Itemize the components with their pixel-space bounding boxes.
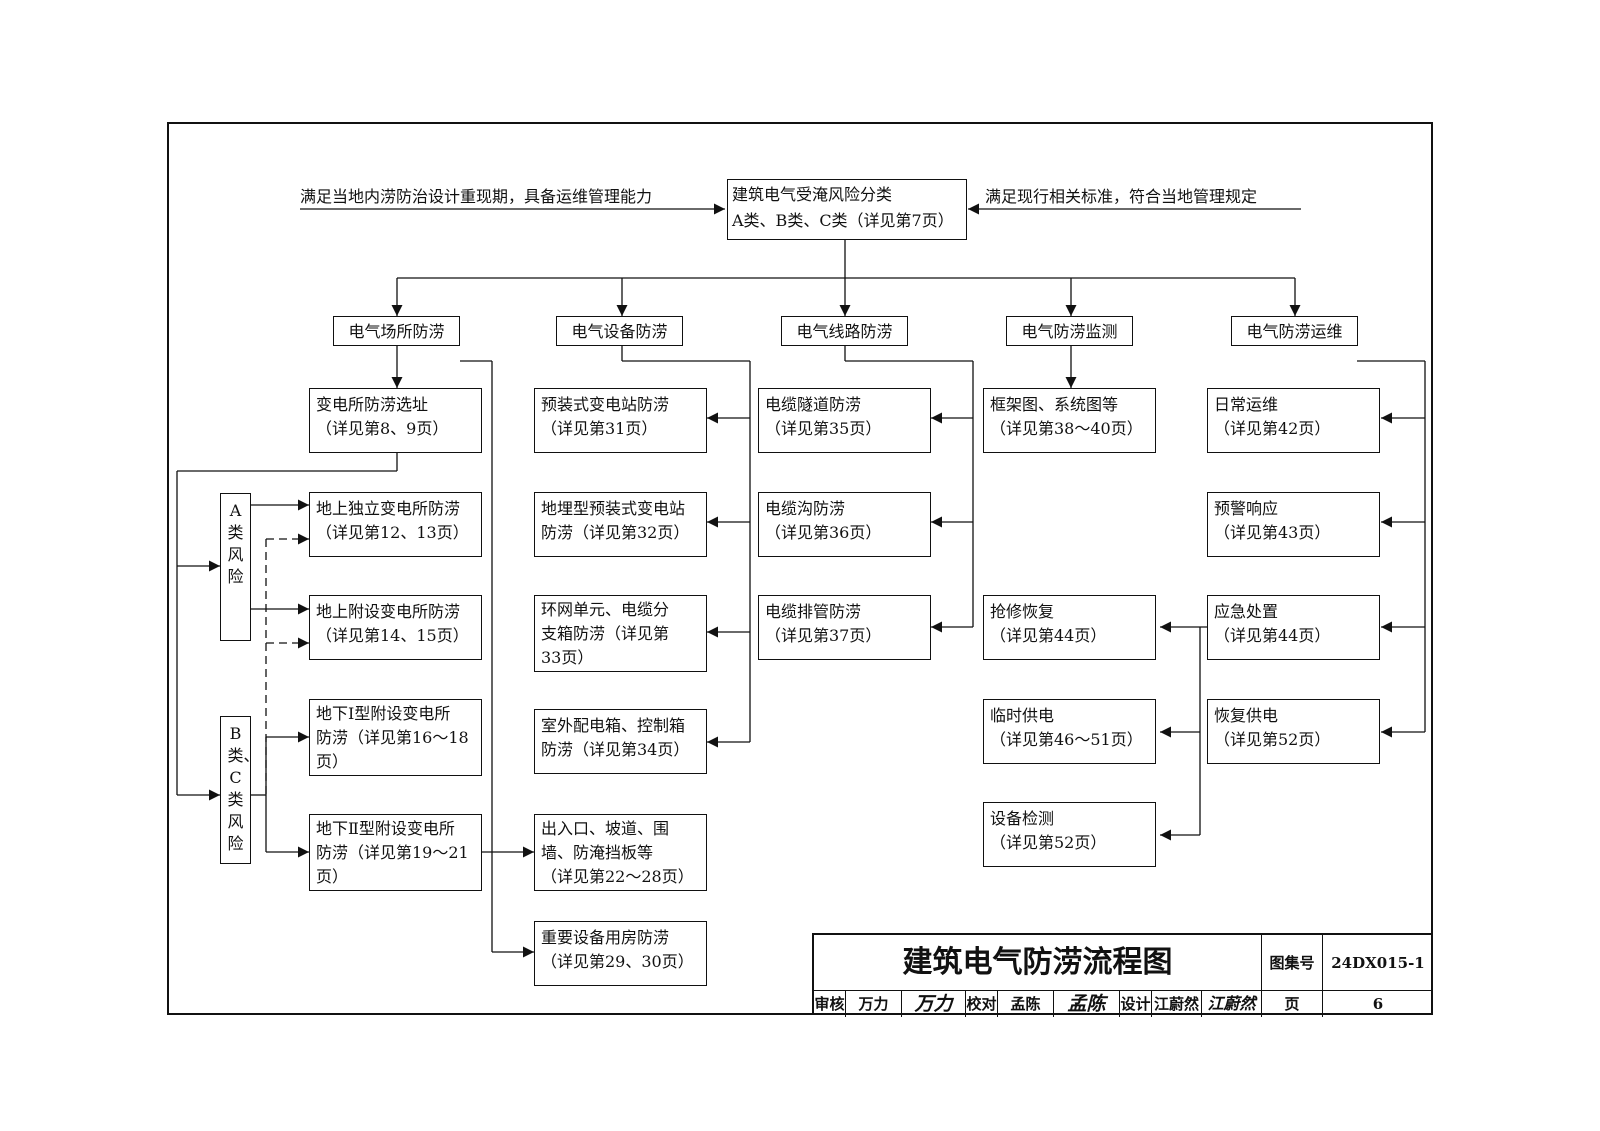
root-risk-classification: 建筑电气受淹风险分类 A类、B类、C类（详见第7页）: [727, 179, 967, 240]
root-line2: A类、B类、C类（详见第7页）: [732, 211, 954, 230]
col5-warning-response: 预警响应 （详见第43页）: [1207, 492, 1380, 557]
col2-outdoor-boxes: 室外配电箱、控制箱 防涝（详见第34页）: [534, 709, 707, 774]
col2-buried-prefab-substation: 地埋型预装式变电站 防涝（详见第32页）: [534, 492, 707, 557]
col1-aboveground-attached: 地上附设变电所防涝 （详见第14、15页）: [309, 595, 482, 660]
atlas-number-label: 图集号: [1262, 935, 1323, 991]
note-left: 满足当地内涝防治设计重现期，具备运维管理能力: [300, 187, 653, 206]
note-right: 满足现行相关标准，符合当地管理规定: [985, 187, 1258, 206]
col3-cable-duct: 电缆排管防涝 （详见第37页）: [758, 595, 931, 660]
col5-daily-maintenance: 日常运维 （详见第42页）: [1207, 388, 1380, 453]
category-line-protection: 电气线路防涝: [781, 316, 908, 346]
col5-restore-supply: 恢复供电 （详见第52页）: [1207, 699, 1380, 764]
page-label: 页: [1262, 991, 1323, 1017]
col2-entrances-barriers: 出入口、坡道、围 墙、防淹挡板等 （详见第22～28页）: [534, 814, 707, 891]
title-block: 建筑电气防涝流程图 图集号 24DX015-1 审核 万力 万力 校对 孟陈 孟…: [812, 933, 1433, 1017]
col3-cable-trench: 电缆沟防涝 （详见第36页）: [758, 492, 931, 557]
col1-substation-siting: 变电所防涝选址 （详见第8、9页）: [309, 388, 482, 453]
drawing-title: 建筑电气防涝流程图: [814, 935, 1262, 991]
category-operation: 电气防涝运维: [1231, 316, 1358, 346]
col2-important-rooms: 重要设备用房防涝 （详见第29、30页）: [534, 921, 707, 986]
category-equipment-protection: 电气设备防涝: [556, 316, 683, 346]
col4-repair-restore: 抢修恢复 （详见第44页）: [983, 595, 1156, 660]
check-label: 校对: [966, 991, 998, 1017]
designer-name: 江蔚然: [1152, 991, 1202, 1017]
risk-a-label: A类风险: [220, 493, 251, 641]
review-label: 审核: [814, 991, 846, 1017]
reviewer-signature: 万力: [902, 991, 966, 1017]
col2-prefab-substation: 预装式变电站防涝 （详见第31页）: [534, 388, 707, 453]
col3-cable-tunnel: 电缆隧道防涝 （详见第35页）: [758, 388, 931, 453]
col1-underground-type2: 地下Ⅱ型附设变电所 防涝（详见第19～21 页）: [309, 814, 482, 891]
col1-underground-type1: 地下Ⅰ型附设变电所 防涝（详见第16～18 页）: [309, 699, 482, 776]
atlas-number: 24DX015-1: [1323, 935, 1433, 991]
checker-signature: 孟陈: [1054, 991, 1120, 1017]
col4-temporary-supply: 临时供电 （详见第46～51页）: [983, 699, 1156, 764]
drawing-frame: [167, 122, 1433, 1015]
col1-aboveground-independent: 地上独立变电所防涝 （详见第12、13页）: [309, 492, 482, 557]
col4-diagrams: 框架图、系统图等 （详见第38～40页）: [983, 388, 1156, 453]
design-label: 设计: [1120, 991, 1152, 1017]
root-line1: 建筑电气受淹风险分类: [732, 185, 893, 204]
col2-ring-main-unit: 环网单元、电缆分 支箱防涝（详见第 33页）: [534, 595, 707, 672]
category-monitoring: 电气防涝监测: [1006, 316, 1133, 346]
designer-signature: 江蔚然: [1202, 991, 1262, 1017]
col5-emergency-handling: 应急处置 （详见第44页）: [1207, 595, 1380, 660]
page-number: 6: [1372, 995, 1384, 1013]
category-site-protection: 电气场所防涝: [333, 316, 460, 346]
col4-equipment-testing: 设备检测 （详见第52页）: [983, 802, 1156, 867]
checker-name: 孟陈: [998, 991, 1054, 1017]
reviewer-name: 万力: [846, 991, 902, 1017]
risk-bc-label: B类、C类风险: [220, 716, 260, 864]
